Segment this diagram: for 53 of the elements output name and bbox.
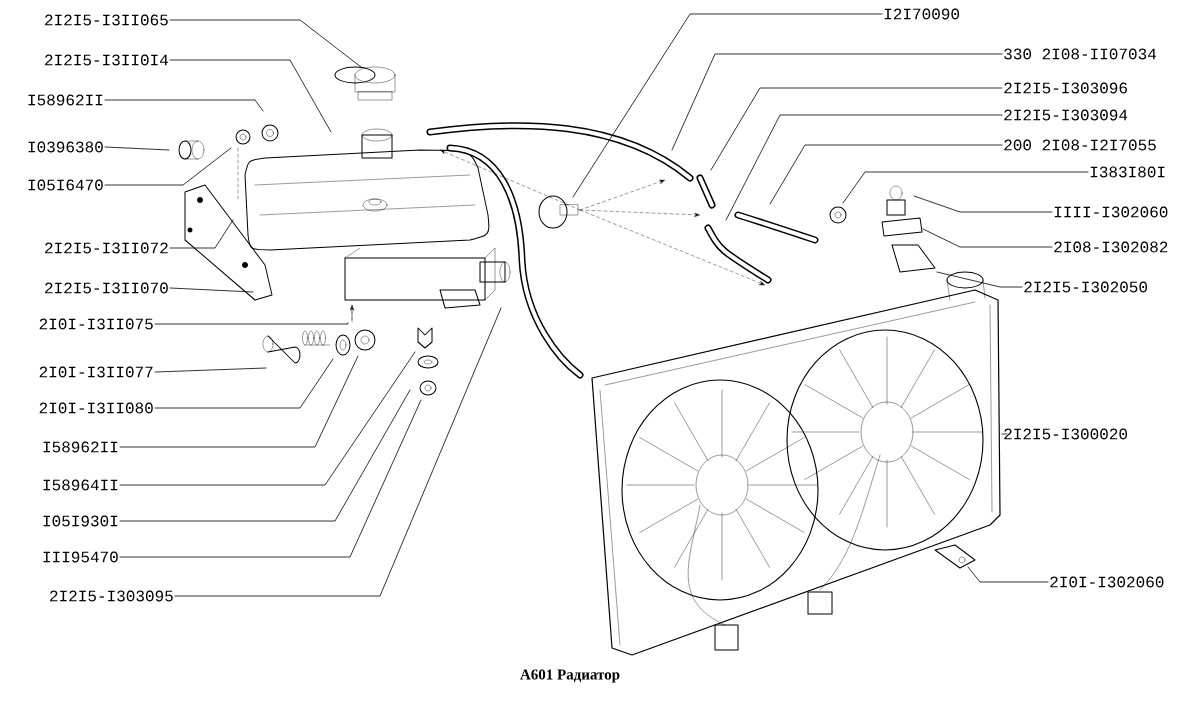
leader-line xyxy=(769,144,1003,205)
part-number: 2I0I-I3II077 xyxy=(39,366,153,378)
leader-line xyxy=(169,287,254,293)
part-number: 2I2I5-I3II070 xyxy=(45,282,168,294)
leader-line xyxy=(169,19,362,68)
leader-line xyxy=(725,114,1003,221)
leader-line xyxy=(104,99,264,112)
part-number: 2I2I5-I303096 xyxy=(1004,82,1127,94)
part-number: 2I0I-I3II080 xyxy=(39,402,153,414)
part-number: I58962II xyxy=(28,94,103,106)
leader-line xyxy=(154,358,334,409)
part-number: 2I2I5-I303094 xyxy=(1004,109,1128,121)
part-number: 2I0I-I3II075 xyxy=(39,318,153,330)
part-number: 2I2I5-I302050 xyxy=(1024,281,1147,293)
leader-line xyxy=(154,367,267,373)
part-number: 330 2I08-II07034 xyxy=(1004,48,1156,60)
part-number: 200 2I08-I2I7055 xyxy=(1004,139,1156,151)
leader-line xyxy=(913,195,1053,213)
part-number: I0396380 xyxy=(28,141,103,153)
part-number: 2I08-I302082 xyxy=(1054,241,1168,253)
leader-line xyxy=(104,146,170,151)
part-number: 2I2I5-I3II0I4 xyxy=(45,54,168,66)
leader-line xyxy=(119,399,422,558)
part-number: 2I2I5-I300020 xyxy=(1004,428,1128,440)
leader-line xyxy=(154,322,349,325)
leader-line xyxy=(842,171,1089,204)
leader-line xyxy=(671,53,1003,151)
leader-line xyxy=(936,271,1023,288)
part-number: 2I2I5-I3II065 xyxy=(45,14,168,26)
part-number: 2I2I5-I303095 xyxy=(50,590,173,602)
part-number: 2I0I-I302060 xyxy=(1050,576,1164,588)
part-number: I2I70090 xyxy=(884,8,959,20)
leader-line xyxy=(1001,433,1008,435)
part-number: III95470 xyxy=(43,551,118,563)
leader-line xyxy=(119,351,416,486)
leader-line xyxy=(169,59,332,133)
leader-line xyxy=(169,219,234,249)
leader-line xyxy=(922,228,1053,248)
leader-line xyxy=(104,147,232,186)
part-number: I05I930I xyxy=(43,515,118,527)
leader-line xyxy=(967,566,1049,583)
leader-line xyxy=(119,389,411,522)
part-number: I383I80I xyxy=(1090,166,1165,178)
part-number: I05I6470 xyxy=(28,179,103,191)
leader-line xyxy=(710,87,1003,171)
caption: A601 Радиатор xyxy=(520,669,620,683)
leader-line xyxy=(119,355,359,448)
leader-line xyxy=(572,13,883,198)
part-number: 2I2I5-I3II072 xyxy=(45,242,168,254)
part-number: IIII-I302060 xyxy=(1054,206,1168,218)
part-number: I58964II xyxy=(43,479,118,491)
part-number: I58962II xyxy=(43,441,118,453)
leader-line xyxy=(174,307,502,597)
